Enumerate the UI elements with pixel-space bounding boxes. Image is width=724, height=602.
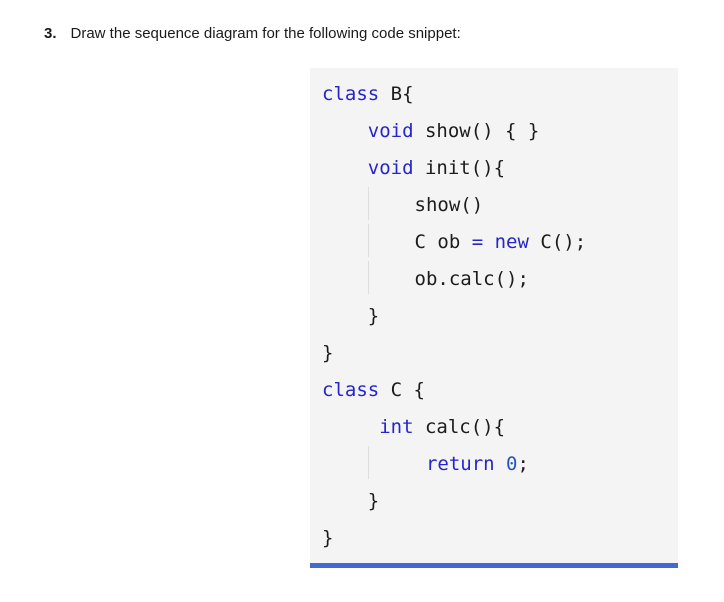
code-line: } [322, 520, 666, 557]
code-line: return 0; [322, 446, 666, 483]
code-token-plain: } [367, 305, 380, 327]
code-line: int calc(){ [322, 409, 666, 446]
code-token-keyword: void [367, 157, 414, 179]
code-token-keyword: = [471, 231, 484, 253]
code-line: } [322, 483, 666, 520]
code-token-plain: C { [379, 379, 425, 401]
code-token-keyword: int [367, 416, 414, 438]
question-number: 3. [44, 25, 57, 42]
code-token-plain: } [367, 490, 380, 512]
code-line: void show() { } [322, 113, 666, 150]
code-token-plain: } [322, 342, 334, 364]
code-line: ob.calc(); [322, 261, 666, 298]
code-token-keyword: void [367, 120, 414, 142]
indent-guide [322, 187, 368, 220]
code-token-plain: init(){ [413, 157, 506, 179]
indent-guide [322, 446, 368, 479]
code-token-plain: } [322, 527, 334, 549]
code-line: show() [322, 187, 666, 224]
code-token-keyword: class [322, 379, 380, 401]
code-token-keyword: class [322, 83, 380, 105]
blue-bottom-bar [310, 563, 678, 568]
code-token-plain: C ob [414, 231, 472, 253]
code-token-plain: B{ [379, 83, 414, 105]
question-text: Draw the sequence diagram for the follow… [70, 25, 461, 42]
code-line: class B{ [322, 76, 666, 113]
code-token-keyword: return [414, 453, 495, 475]
code-token-plain: calc(){ [413, 416, 506, 438]
indent-guide [322, 483, 368, 516]
code-line: class C { [322, 372, 666, 409]
code-token-keyword: new [494, 231, 529, 253]
code-line: } [322, 298, 666, 335]
indent-guide [322, 298, 368, 331]
code-lines: class B{void show() { }void init(){show(… [310, 68, 678, 563]
indent-guide [322, 113, 368, 146]
code-token-plain: ob.calc(); [414, 268, 529, 290]
indent-guide [322, 224, 368, 257]
indent-guide [367, 187, 415, 220]
code-line: C ob = new C(); [322, 224, 666, 261]
code-token-plain: C(); [528, 231, 587, 253]
code-line: } [322, 335, 666, 372]
code-block: class B{void show() { }void init(){show(… [310, 68, 678, 568]
indent-guide [367, 446, 415, 479]
code-token-plain: show() [414, 194, 484, 216]
code-token-plain: ; [517, 453, 529, 475]
indent-guide [367, 261, 415, 294]
code-token-plain: show() { } [413, 120, 540, 142]
indent-guide [322, 261, 368, 294]
question-heading: 3. Draw the sequence diagram for the fol… [44, 25, 461, 42]
indent-guide [322, 150, 368, 183]
indent-guide [367, 224, 415, 257]
code-token-plain [483, 231, 494, 253]
code-line: void init(){ [322, 150, 666, 187]
code-token-number: 0 [494, 453, 518, 475]
indent-guide [322, 409, 368, 442]
